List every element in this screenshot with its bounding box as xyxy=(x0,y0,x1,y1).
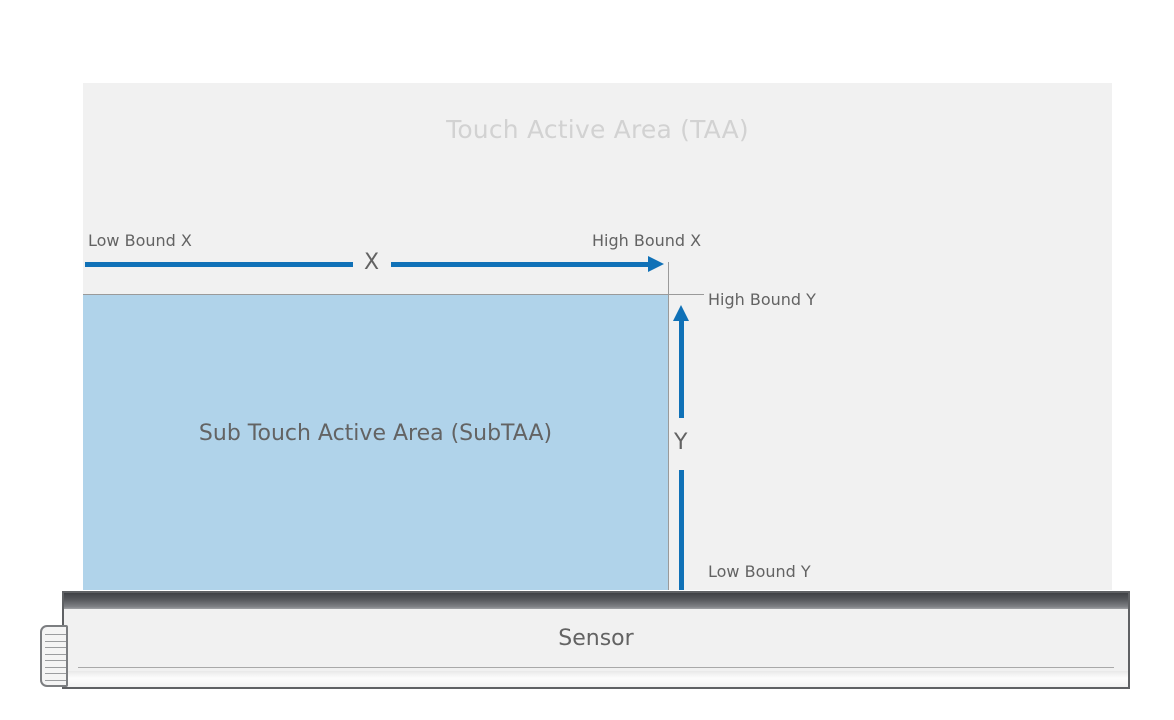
sensor-divider-line xyxy=(78,667,1114,668)
x-axis-letter-label: X xyxy=(364,250,380,275)
y-axis-arrow-segment-bottom xyxy=(679,470,684,590)
high-bound-y-tick-line xyxy=(668,294,704,295)
connector-pin xyxy=(45,679,66,681)
touch-active-area-title: Touch Active Area (TAA) xyxy=(446,115,749,144)
x-axis-arrow-segment-left xyxy=(85,262,353,267)
connector-pin xyxy=(45,634,66,635)
sub-touch-active-area-label: Sub Touch Active Area (SubTAA) xyxy=(198,421,553,446)
connector-pin xyxy=(45,640,66,642)
connector-pin xyxy=(45,647,66,648)
low-bound-x-label: Low Bound X xyxy=(88,231,192,250)
y-axis-letter-label: Y xyxy=(674,430,688,455)
y-axis-arrowhead-icon xyxy=(673,305,689,321)
sensor-bottom-band xyxy=(64,671,1128,687)
connector-pin xyxy=(45,653,66,655)
connector-pin xyxy=(45,660,66,661)
high-bound-x-guide-line xyxy=(668,262,669,590)
y-axis-arrow-segment-top xyxy=(679,320,684,418)
x-axis-arrowhead-icon xyxy=(648,256,664,272)
sensor-flex-connector-icon xyxy=(40,625,68,687)
sub-touch-active-area-block: Sub Touch Active Area (SubTAA) xyxy=(83,295,668,590)
subtaa-top-guide-line xyxy=(83,294,669,295)
sensor-top-band xyxy=(64,593,1128,609)
connector-pin xyxy=(45,673,66,674)
connector-pin xyxy=(45,666,66,668)
sensor-bar: Sensor xyxy=(62,591,1130,689)
low-bound-y-label: Low Bound Y xyxy=(708,562,811,581)
sensor-label: Sensor xyxy=(558,626,634,651)
high-bound-y-label: High Bound Y xyxy=(708,290,816,309)
x-axis-arrow-segment-right xyxy=(391,262,651,267)
high-bound-x-label: High Bound X xyxy=(592,231,702,250)
